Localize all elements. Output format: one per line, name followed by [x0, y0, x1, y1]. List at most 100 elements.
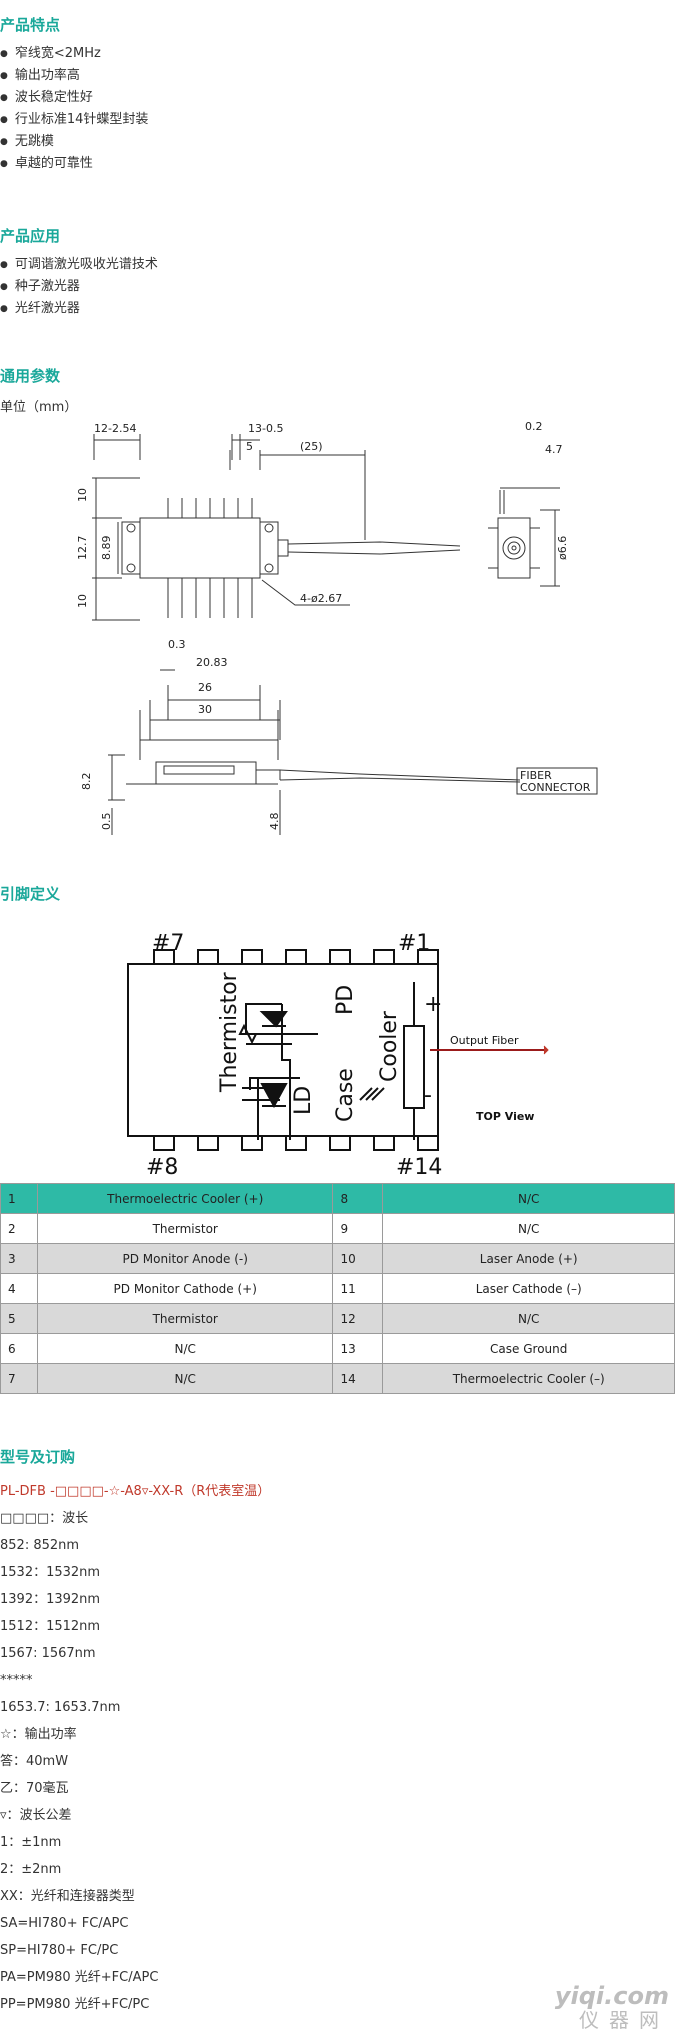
- ordering-line: *****: [0, 1673, 33, 1688]
- pin-number: 4: [0, 1273, 38, 1304]
- ordering-line: 1392：1392nm: [0, 1592, 101, 1607]
- dim-12-7: 12.7: [76, 536, 89, 561]
- dim-4-8: 4.8: [268, 813, 281, 831]
- pin-number: 7: [0, 1363, 38, 1394]
- ordering-line: 答：40mW: [0, 1754, 69, 1769]
- ordering-line: □□□□：波长: [0, 1511, 89, 1526]
- watermark-url: yiqi.com: [554, 1982, 669, 2010]
- pin-14-label: #14: [396, 1155, 442, 1180]
- pin-7-label: #7: [152, 931, 184, 956]
- diagram-pin: [329, 949, 351, 965]
- applications-list: 可调谐激光吸收光谱技术种子激光器光纤激光器: [0, 254, 158, 320]
- dimension-drawing: 12-2.54 13-0.5 5 (25) 0.2 4.7 10 12.7 8.…: [76, 420, 598, 835]
- diagram-pin: [373, 949, 395, 965]
- params-title: 通用参数: [0, 367, 61, 385]
- dim-26: 26: [198, 681, 212, 694]
- diagram-pin: [329, 1135, 351, 1151]
- dim-5: 5: [246, 440, 253, 453]
- ordering-line: XX：光纤和连接器类型: [0, 1889, 135, 1904]
- cooler-label: Cooler: [377, 1010, 402, 1082]
- dim-10-bottom: 10: [76, 594, 89, 608]
- ordering-line: PA=PM980 光纤+FC/APC: [0, 1970, 159, 1985]
- dim-diameter: ø6.6: [556, 536, 569, 560]
- dim-4-7: 4.7: [545, 443, 563, 456]
- pin-number: 9: [332, 1213, 384, 1244]
- ordering-line: PL-DFB -□□□□-☆-A8▿-XX-R（R代表室温）: [0, 1484, 271, 1499]
- application-item: 可调谐激光吸收光谱技术: [0, 254, 158, 276]
- watermark-cn: 仪器网: [579, 2008, 669, 2032]
- pin-function: PD Monitor Anode (-): [36, 1243, 334, 1274]
- thermistor-label: Thermistor: [217, 971, 242, 1093]
- pin-function: Thermistor: [36, 1303, 334, 1334]
- application-item: 光纤激光器: [0, 298, 158, 320]
- diagram-pin: [153, 949, 175, 965]
- dim-25: (25): [300, 440, 323, 453]
- feature-item: 无跳模: [0, 131, 148, 153]
- diagram-pin: [241, 949, 263, 965]
- pin-number: 10: [332, 1243, 384, 1274]
- unit-label: 单位（mm）: [0, 400, 78, 415]
- features-list: 窄线宽<2MHz输出功率高波长稳定性好行业标准14针蝶型封装无跳模卓越的可靠性: [0, 43, 149, 175]
- feature-item: 卓越的可靠性: [0, 153, 148, 175]
- pin-number: 8: [332, 1183, 384, 1214]
- fiber-label: FIBER: [520, 769, 552, 782]
- ld-label: LD: [291, 1086, 316, 1115]
- pin-number: 13: [332, 1333, 384, 1364]
- dim-30: 30: [198, 703, 212, 716]
- applications-title: 产品应用: [0, 227, 61, 245]
- pin-function: N/C: [382, 1303, 675, 1334]
- pin-function: Laser Anode (+): [382, 1243, 675, 1274]
- pin-number: 2: [0, 1213, 38, 1244]
- diagram-pin: [153, 1135, 175, 1151]
- ordering-line: 1653.7: 1653.7nm: [0, 1700, 121, 1715]
- dim-0-5: 0.5: [100, 813, 113, 831]
- pd-label: PD: [333, 985, 358, 1015]
- diagram-pin: [285, 949, 307, 965]
- dim-20-83: 20.83: [196, 656, 228, 669]
- case-label: Case: [333, 1068, 358, 1122]
- dim-hole: 4-ø2.67: [300, 592, 342, 605]
- feature-item: 窄线宽<2MHz: [0, 43, 148, 65]
- ordering-line: 1：±1nm: [0, 1835, 62, 1850]
- diagram-pin: [197, 1135, 219, 1151]
- pin-function: N/C: [36, 1363, 334, 1394]
- pin-1-label: #1: [398, 931, 430, 956]
- pin-number: 5: [0, 1303, 38, 1334]
- pin-function: Thermoelectric Cooler (+): [36, 1183, 334, 1214]
- dim-8-2: 8.2: [80, 773, 93, 791]
- dim-0-2: 0.2: [525, 420, 543, 433]
- ordering-line: SP=HI780+ FC/PC: [0, 1943, 119, 1958]
- pin-function: N/C: [382, 1213, 675, 1244]
- dim-10-top: 10: [76, 488, 89, 502]
- ordering-line: 2：±2nm: [0, 1862, 62, 1877]
- ordering-line: 1532：1532nm: [0, 1565, 101, 1580]
- connector-label: CONNECTOR: [520, 781, 591, 794]
- ordering-line: ☆：输出功率: [0, 1727, 77, 1742]
- dim-0-3: 0.3: [168, 638, 186, 651]
- pin-function: N/C: [36, 1333, 334, 1364]
- application-item: 种子激光器: [0, 276, 158, 298]
- dim-8-89: 8.89: [100, 536, 113, 561]
- diagram-pin: [373, 1135, 395, 1151]
- pin-function: PD Monitor Cathode (+): [36, 1273, 334, 1304]
- pin-number: 12: [332, 1303, 384, 1334]
- pin-function: Case Ground: [382, 1333, 675, 1364]
- pin-function: Thermoelectric Cooler (–): [382, 1363, 675, 1394]
- pin-number: 1: [0, 1183, 38, 1214]
- pinout-title: 引脚定义: [0, 885, 61, 903]
- pin-number: 11: [332, 1273, 384, 1304]
- pin-function: Laser Cathode (–): [382, 1273, 675, 1304]
- pin-number: 3: [0, 1243, 38, 1274]
- pinout-diagram: #7 #1 #8 #14 Thermistor PD LD Case Coole…: [127, 931, 549, 1180]
- ordering-line: 1512：1512nm: [0, 1619, 101, 1634]
- ordering-line: SA=HI780+ FC/APC: [0, 1916, 129, 1931]
- pin-function: Thermistor: [36, 1213, 334, 1244]
